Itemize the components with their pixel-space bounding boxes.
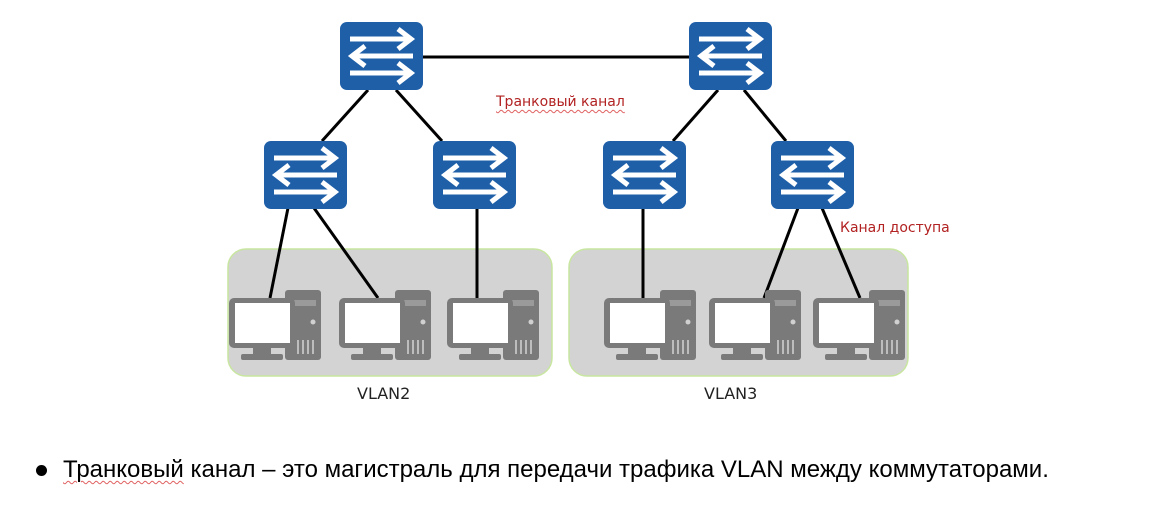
- access-link-label: Канал доступа: [840, 220, 950, 236]
- bullet-item: Транковый канал – это магистраль для пер…: [36, 456, 1049, 484]
- network-diagram: [227, 0, 909, 377]
- access-link: [312, 207, 380, 299]
- access-link: [268, 207, 290, 299]
- trunk-link-label: Транковый канал: [496, 94, 625, 110]
- trunk-link-left-a: [320, 88, 370, 143]
- trunk-link-left-b: [394, 88, 444, 143]
- switch-icon: [603, 141, 686, 209]
- switch-icon: [340, 22, 423, 90]
- trunk-link-right-a: [671, 89, 720, 142]
- access-link: [820, 207, 862, 299]
- bullet-term: Транковый: [63, 456, 184, 483]
- vlan3-label: VLAN3: [704, 384, 758, 403]
- trunk-link-label-text: Транковый канал: [496, 94, 625, 110]
- switch-icon: [771, 141, 854, 209]
- bullet-definition: канал – это магистраль для передачи траф…: [183, 456, 1049, 483]
- bullet-text: Транковый канал – это магистраль для пер…: [63, 456, 1049, 484]
- vlan2-label: VLAN2: [357, 384, 411, 403]
- trunk-link-right-b: [742, 89, 788, 142]
- switch-icon: [689, 22, 772, 90]
- switch-icon: [433, 141, 516, 209]
- bullet-dot-icon: [36, 464, 47, 476]
- switch-icon: [264, 141, 347, 209]
- access-link: [762, 207, 800, 299]
